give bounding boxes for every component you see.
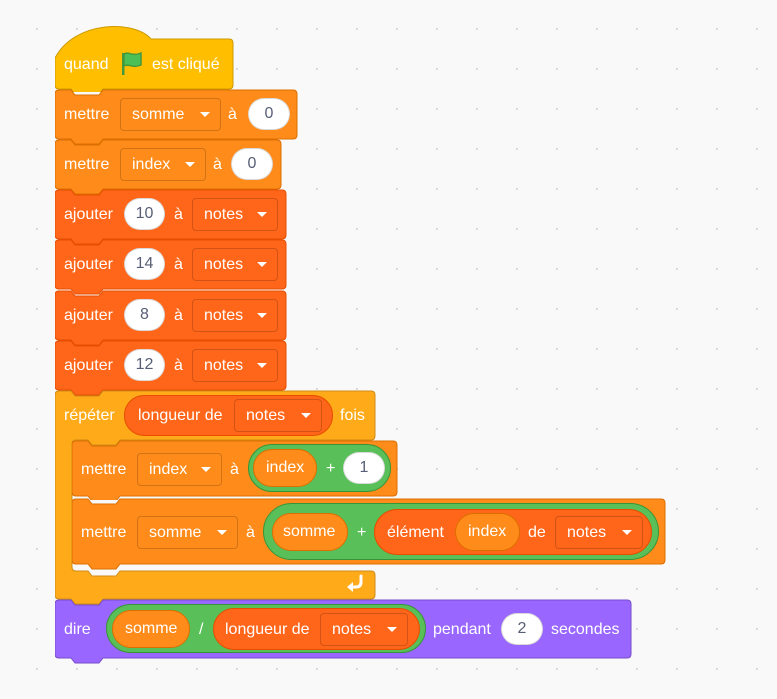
list-dropdown-notes[interactable]: notes: [234, 399, 322, 432]
variable-dropdown-index[interactable]: index: [137, 453, 222, 486]
to-label: à: [174, 256, 183, 273]
list-dropdown-notes[interactable]: notes: [192, 198, 278, 231]
length-of-label: longueur de: [225, 621, 310, 638]
list-name: notes: [204, 206, 244, 223]
hat-block-shape: [55, 26, 234, 92]
list-dropdown-notes[interactable]: notes: [192, 299, 278, 332]
caret-down-icon: [201, 467, 211, 472]
to-label: à: [213, 156, 222, 173]
list-length-reporter[interactable]: longueur de notes: [124, 395, 333, 436]
variable-reporter-somme[interactable]: somme: [112, 610, 190, 648]
add-label: ajouter: [64, 307, 113, 324]
variable-dropdown-somme[interactable]: somme: [137, 516, 238, 549]
caret-down-icon: [257, 363, 267, 368]
add-operator[interactable]: index + 1: [248, 444, 391, 492]
reporter-label: index: [468, 523, 507, 540]
add-operator[interactable]: somme + élément index de notes: [263, 503, 659, 560]
caret-down-icon: [257, 313, 267, 318]
list-name: notes: [567, 524, 607, 541]
value-input[interactable]: 8: [124, 299, 165, 331]
say-for-seconds-block[interactable]: dire somme / longueur de notes pendant 2…: [55, 599, 631, 658]
set-somme-accumulate-block[interactable]: mettre somme à somme + élément index de …: [72, 498, 665, 564]
reporter-label: index: [266, 459, 305, 476]
set-index-increment-block[interactable]: mettre index à index + 1: [72, 440, 397, 496]
seconds-label: secondes: [551, 621, 620, 638]
to-label: à: [228, 106, 237, 123]
plus-label: +: [326, 460, 336, 477]
value-input[interactable]: 0: [231, 148, 273, 180]
caret-down-icon: [185, 162, 195, 167]
set-label: mettre: [81, 461, 127, 478]
to-label: à: [230, 461, 239, 478]
variable-name: index: [132, 156, 171, 173]
loop-arrow-icon: [345, 573, 367, 598]
add-to-list-block[interactable]: ajouter 12 à notes: [55, 340, 286, 390]
set-label: mettre: [81, 524, 127, 541]
list-name: notes: [204, 256, 244, 273]
list-dropdown-notes[interactable]: notes: [320, 613, 408, 646]
set-index-block[interactable]: mettre index à 0: [55, 139, 281, 189]
set-somme-block[interactable]: mettre somme à 0: [55, 89, 297, 139]
plus-label: +: [357, 524, 367, 541]
value-input[interactable]: 0: [248, 98, 290, 130]
variable-dropdown-somme[interactable]: somme: [120, 98, 221, 131]
seconds-input[interactable]: 2: [501, 613, 543, 645]
add-to-list-block[interactable]: ajouter 8 à notes: [55, 290, 286, 340]
caret-down-icon: [217, 530, 227, 535]
times-label: fois: [340, 407, 365, 424]
repeat-block[interactable]: répéter longueur de notes fois: [55, 390, 375, 440]
caret-down-icon: [257, 212, 267, 217]
list-length-reporter[interactable]: longueur de notes: [213, 608, 420, 650]
variable-name: somme: [132, 106, 185, 123]
add-label: ajouter: [64, 357, 113, 374]
value-input[interactable]: 1: [343, 452, 385, 484]
variable-name: index: [149, 461, 188, 478]
list-name: notes: [246, 407, 286, 424]
say-label: dire: [64, 621, 91, 638]
length-of-label: longueur de: [138, 407, 223, 424]
caret-down-icon: [622, 530, 632, 535]
list-name: notes: [204, 307, 244, 324]
caret-down-icon: [387, 627, 397, 632]
reporter-label: somme: [283, 523, 336, 540]
green-flag-icon: [120, 51, 144, 82]
variable-dropdown-index[interactable]: index: [120, 148, 206, 181]
list-dropdown-notes[interactable]: notes: [192, 349, 278, 382]
value-input[interactable]: 12: [124, 349, 165, 381]
add-to-list-block[interactable]: ajouter 10 à notes: [55, 189, 286, 239]
set-label: mettre: [64, 106, 110, 123]
list-dropdown-notes[interactable]: notes: [192, 248, 278, 281]
for-label: pendant: [433, 621, 491, 638]
variable-name: somme: [149, 524, 202, 541]
caret-down-icon: [257, 262, 267, 267]
variable-reporter-index[interactable]: index: [455, 513, 520, 551]
set-label: mettre: [64, 156, 110, 173]
of-label: de: [528, 524, 546, 541]
variable-reporter-somme[interactable]: somme: [272, 513, 348, 551]
variable-reporter-index[interactable]: index: [253, 449, 317, 487]
divide-operator[interactable]: somme / longueur de notes: [106, 604, 426, 653]
when-flag-clicked-block[interactable]: quand est cliqué: [55, 39, 233, 89]
value-input[interactable]: 10: [124, 198, 165, 230]
caret-down-icon: [200, 112, 210, 117]
add-to-list-block[interactable]: ajouter 14 à notes: [55, 239, 286, 289]
add-label: ajouter: [64, 256, 113, 273]
list-name: notes: [204, 357, 244, 374]
divide-label: /: [199, 621, 204, 638]
add-label: ajouter: [64, 206, 113, 223]
to-label: à: [174, 357, 183, 374]
caret-down-icon: [301, 413, 311, 418]
list-dropdown-notes[interactable]: notes: [555, 516, 643, 549]
list-name: notes: [332, 621, 372, 638]
reporter-label: somme: [125, 620, 178, 637]
to-label: à: [174, 307, 183, 324]
to-label: à: [246, 524, 255, 541]
clicked-label: est cliqué: [152, 56, 220, 73]
item-label: élément: [387, 524, 444, 541]
when-label: quand: [64, 56, 109, 73]
value-input[interactable]: 14: [124, 248, 165, 280]
item-of-list-reporter[interactable]: élément index de notes: [374, 509, 652, 555]
to-label: à: [174, 206, 183, 223]
repeat-label: répéter: [64, 407, 115, 424]
